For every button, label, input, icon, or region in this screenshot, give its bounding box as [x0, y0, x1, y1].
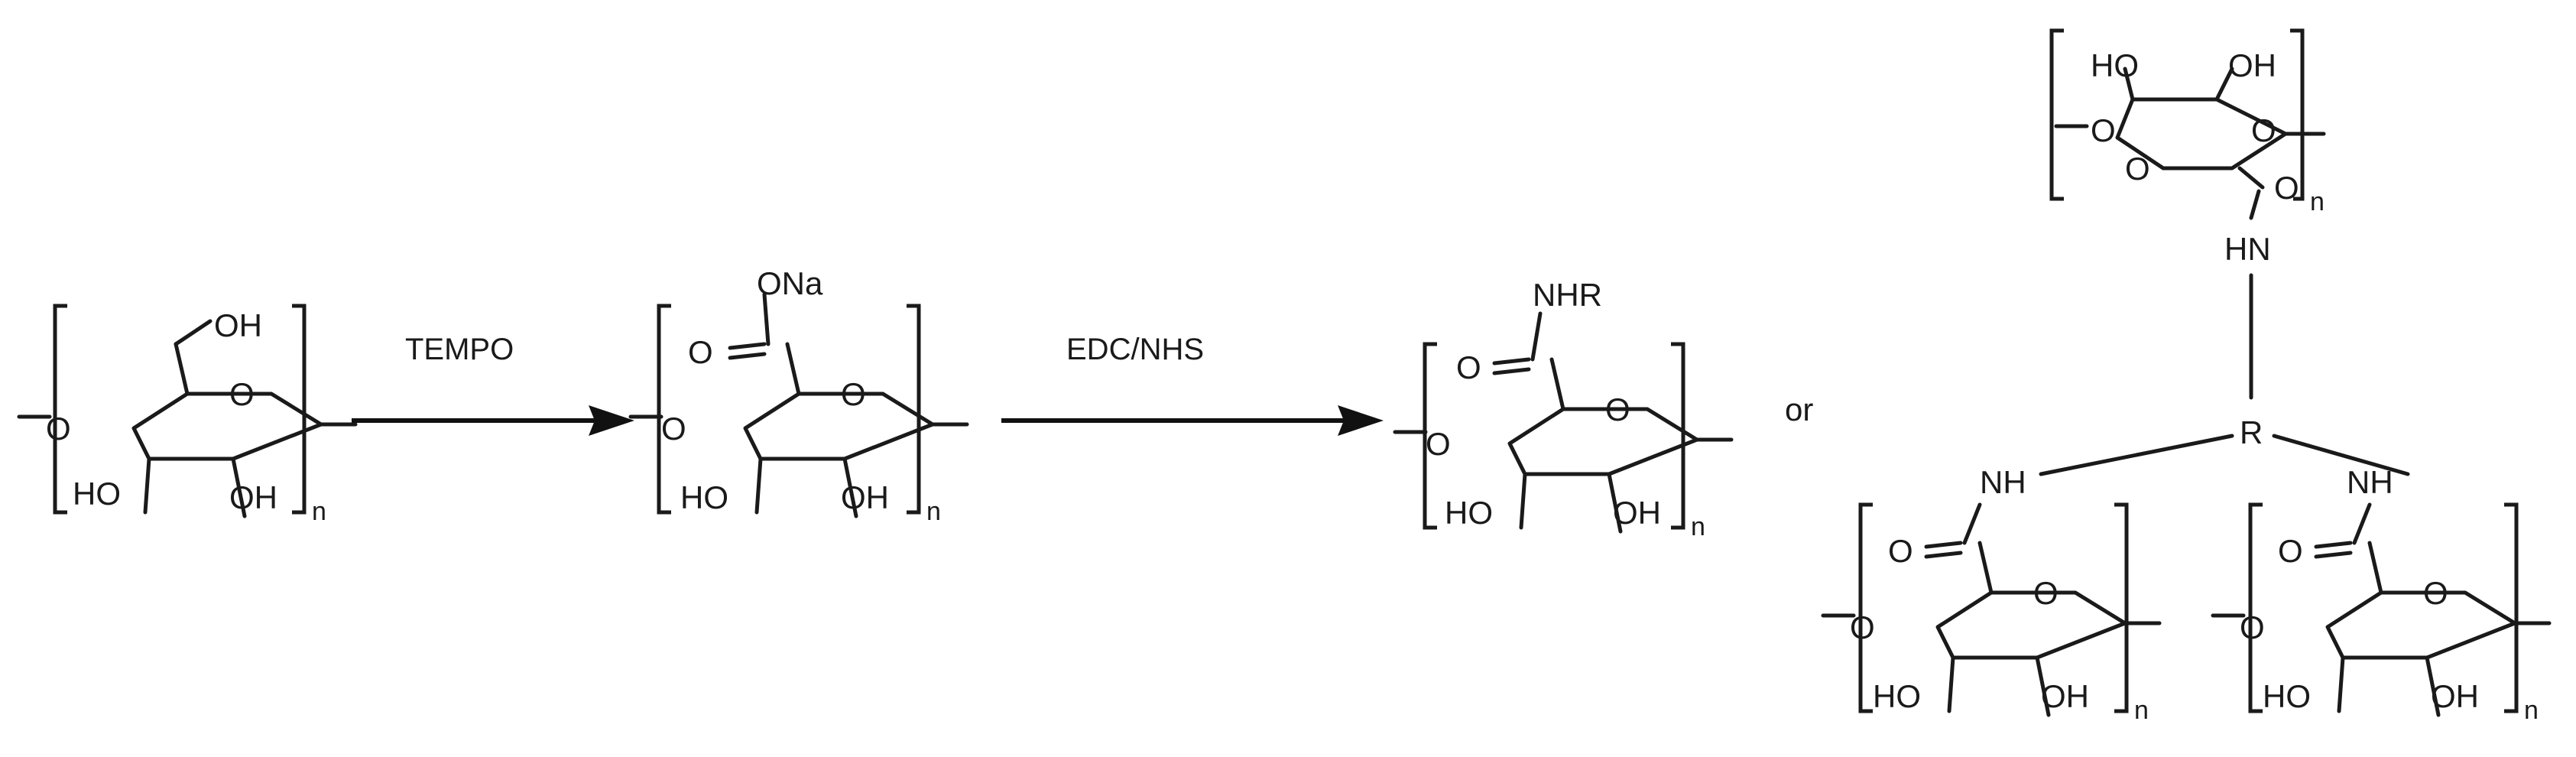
reaction-arrow-edc-nhs: EDC/NHS — [1001, 333, 1384, 436]
bottom-left-glycosidic-oxygen-label: O — [1850, 609, 1875, 645]
bottom-right-ring-oxygen-label: O — [2423, 575, 2448, 611]
crosslinked-structure: HO OH O O O O n HN R NH O O O HO OH n NH… — [1823, 28, 2549, 725]
top-glycosidic-oxygen-label-2: O — [2251, 112, 2276, 148]
top-carbonyl-oxygen-label: O — [2274, 170, 2299, 206]
top-hydroxyl-label-2: OH — [2228, 47, 2276, 83]
top-amide-nh-label: HN — [2224, 231, 2271, 267]
bottom-right-glycosidic-oxygen-label: O — [2240, 609, 2265, 645]
hydroxyl-label-4: HO — [680, 479, 728, 515]
amide-structure: NHR O O O HO OH n — [1395, 277, 1731, 541]
hydroxyl-label: OH — [214, 307, 262, 343]
glycosidic-oxygen-label-2: O — [661, 411, 686, 447]
reagent-label-edc-nhs: EDC/NHS — [1066, 333, 1204, 366]
bottom-left-carbonyl-oxygen-label: O — [1888, 533, 1913, 569]
sodium-carboxylate-label: ONa — [757, 265, 823, 301]
bottom-left-nh-label: NH — [1980, 464, 2026, 500]
right-bracket — [292, 304, 307, 515]
bottom-right-nh-label: NH — [2347, 464, 2393, 500]
nhr-label: NHR — [1533, 277, 1602, 313]
bottom-right-carbonyl-oxygen-label: O — [2278, 533, 2303, 569]
glycosidic-oxygen-label: O — [46, 411, 71, 447]
carbonyl-oxygen-label-2: O — [1456, 349, 1481, 385]
hydroxyl-label-7: OH — [1613, 495, 1661, 531]
ring-oxygen-label-3: O — [1605, 391, 1630, 427]
left-bracket — [53, 304, 67, 515]
reaction-arrow-tempo: TEMPO — [352, 333, 634, 436]
top-glycosidic-oxygen-label: O — [2091, 112, 2116, 148]
cellulose-structure: OH O O HO OH n — [19, 304, 355, 526]
bottom-left-ring-oxygen-label: O — [2033, 575, 2059, 611]
hydroxyl-label-3: OH — [229, 479, 277, 515]
or-connector-label: or — [1785, 391, 1813, 427]
bottom-right-hydroxyl-label-2: OH — [2431, 678, 2479, 714]
ring-oxygen-label: O — [229, 376, 255, 412]
reagent-label-tempo: TEMPO — [405, 333, 514, 366]
hydroxyl-label-6: HO — [1445, 495, 1493, 531]
top-hydroxyl-label: HO — [2091, 47, 2139, 83]
hydroxyl-label-2: HO — [73, 476, 121, 512]
carboxylate-structure: ONa O O O HO OH n — [631, 265, 967, 526]
hydroxyl-label-5: OH — [841, 479, 889, 515]
bottom-left-hydroxyl-label: HO — [1873, 678, 1921, 714]
r-core-label: R — [2240, 414, 2263, 450]
repeat-n-label-3: n — [1691, 512, 1705, 541]
carbonyl-oxygen-label: O — [688, 334, 713, 370]
bottom-right-repeat-n-label: n — [2524, 696, 2539, 725]
top-repeat-n-label: n — [2310, 187, 2325, 216]
ring-oxygen-label-2: O — [841, 376, 866, 412]
repeat-n-label-2: n — [926, 497, 941, 526]
top-ring-oxygen-label: O — [2125, 151, 2150, 187]
glycosidic-oxygen-label-3: O — [1426, 426, 1451, 462]
bottom-left-repeat-n-label: n — [2134, 696, 2149, 725]
repeat-n-label: n — [312, 497, 326, 526]
bottom-left-hydroxyl-label-2: OH — [2041, 678, 2089, 714]
bottom-right-hydroxyl-label: HO — [2263, 678, 2311, 714]
